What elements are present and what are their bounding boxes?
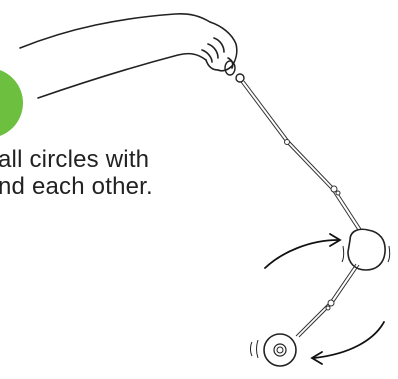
- caption-line-2: nd each other.: [0, 175, 153, 199]
- lower-string: [296, 264, 359, 337]
- caption-line-1: all circles with: [0, 148, 149, 172]
- hand-and-arm: [20, 14, 237, 98]
- string-finger-loop: [225, 61, 244, 82]
- step-badge: [0, 68, 23, 138]
- yoyo-upper: [342, 229, 390, 270]
- yoyo-lower: [251, 334, 297, 366]
- motion-arrow-lower: [312, 322, 384, 364]
- upper-string: [241, 81, 361, 230]
- motion-arrow-upper: [265, 234, 340, 268]
